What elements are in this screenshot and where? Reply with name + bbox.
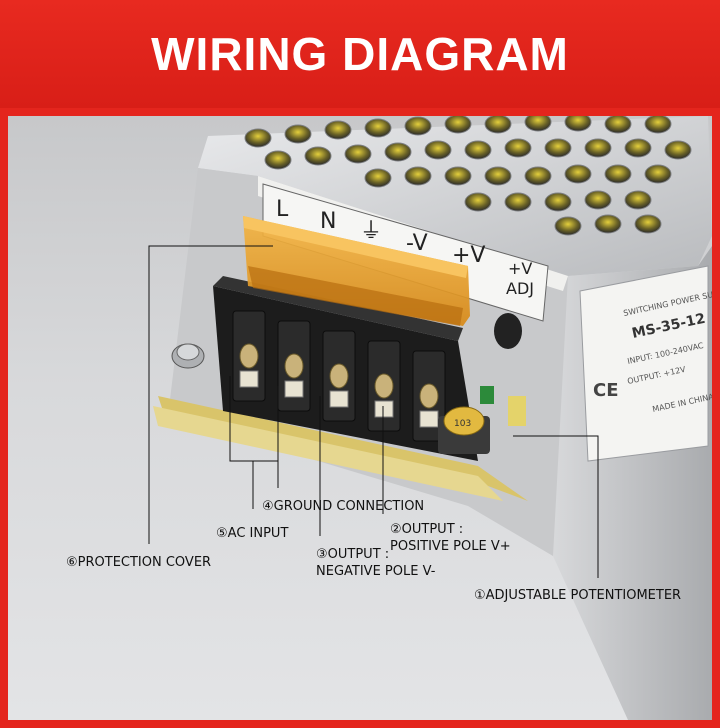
callout-lines — [148, 245, 599, 578]
page-title: WIRING DIAGRAM — [151, 28, 569, 80]
callout-ac-input: ⑤AC INPUT — [216, 526, 289, 541]
callout-protection-cover: ⑥PROTECTION COVER — [66, 555, 212, 570]
header-banner: WIRING DIAGRAM — [0, 0, 720, 108]
terminal-label-neg: -V — [406, 231, 428, 256]
pot-mark: 103 — [454, 419, 471, 429]
ground-symbol-icon: ⏚ — [360, 219, 382, 244]
callout-negative: ③OUTPUT : NEGATIVE POLE V- — [316, 546, 435, 580]
terminal-block — [213, 276, 478, 461]
callout-positive: ②OUTPUT : POSITIVE POLE V+ — [390, 521, 511, 555]
callout-ground: ④GROUND CONNECTION — [262, 499, 425, 514]
adj-label-bottom: ADJ — [506, 279, 534, 298]
callout-negative-line2: NEGATIVE POLE V- — [316, 564, 436, 579]
terminal-label-n: N — [320, 209, 336, 234]
callout-positive-line2: POSITIVE POLE V+ — [390, 539, 511, 554]
callout-potentiometer: ①ADJUSTABLE POTENTIOMETER — [474, 588, 682, 603]
protection-cover-leader — [148, 245, 273, 544]
adj-label-top: +V — [508, 259, 532, 278]
potentiometer-leader — [513, 435, 599, 578]
side-panel: SWITCHING POWER SUPPLY MS-35-12 INPUT: 1… — [548, 246, 712, 720]
power-supply-illustration: SWITCHING POWER SUPPLY MS-35-12 INPUT: 1… — [148, 116, 712, 720]
callout-negative-line1: ③OUTPUT : — [316, 547, 390, 562]
protection-cover — [243, 216, 470, 326]
mounting-screw-icon — [171, 343, 205, 369]
top-vent-panel — [198, 116, 712, 276]
ce-mark: CE — [593, 380, 619, 401]
terminal-label-l: L — [276, 197, 289, 222]
potentiometer-knob: 103 — [438, 313, 526, 454]
callout-positive-line1: ②OUTPUT : — [390, 522, 464, 537]
product-photo: SWITCHING POWER SUPPLY MS-35-12 INPUT: 1… — [8, 116, 712, 720]
